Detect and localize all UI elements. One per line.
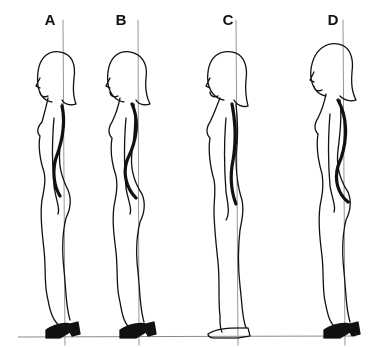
spine-c [231,104,236,204]
figure-c [206,20,250,345]
arm-d [329,114,335,212]
panel-label-b: B [116,12,127,29]
figure-b [106,20,156,345]
shoe-d [324,322,360,338]
shoe-b [120,322,156,338]
figure-a [36,20,80,345]
panel-label-d: D [328,12,339,29]
hair-d [311,44,356,101]
plumb-line-b [138,20,139,345]
arm-c [225,118,229,220]
panel-label-a: A [45,12,56,29]
face-d [310,72,322,91]
spine-b [125,104,136,198]
body-front-c [207,98,222,332]
body-front-a [38,98,60,326]
shoe-a [46,322,80,338]
spine-a [54,106,64,196]
figure-d [310,20,360,345]
panel-label-c: C [223,12,234,29]
floor-line [18,336,356,337]
hair-c [208,52,248,107]
body-front-d [315,94,334,326]
body-back-b [131,104,144,322]
